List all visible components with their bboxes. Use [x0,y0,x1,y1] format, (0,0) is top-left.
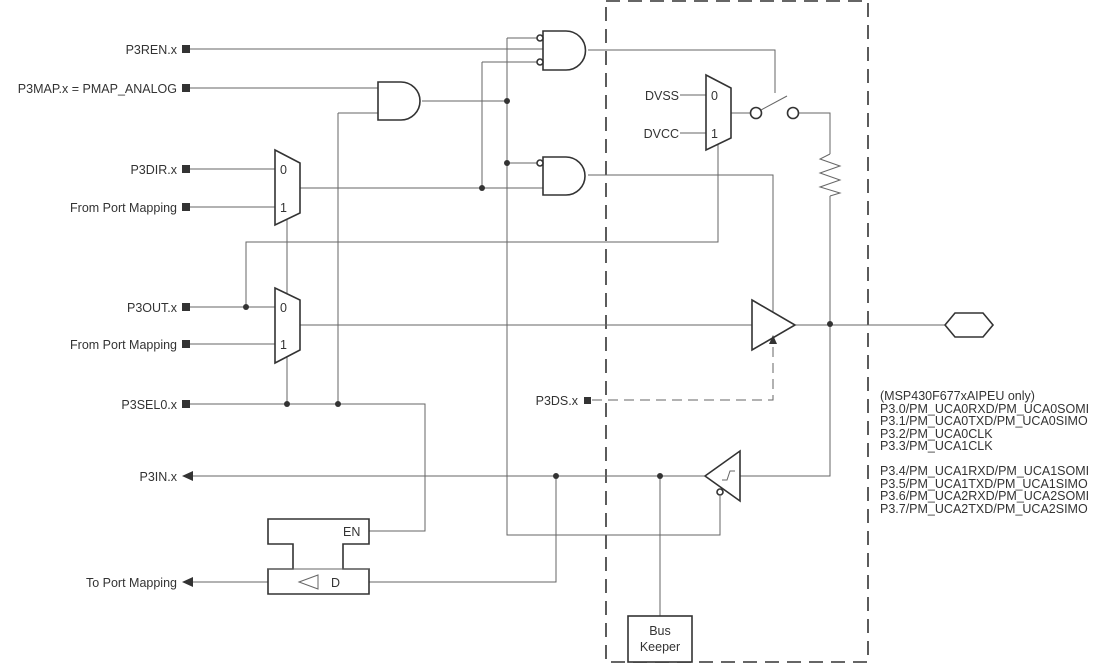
label: 1 [711,127,718,141]
and-gate-dir [542,156,586,196]
latch-triangle-icon [297,574,319,590]
schmitt-input-buffer [703,449,741,503]
schmitt-icon [722,470,735,481]
mux-dir [274,148,301,227]
label: P3.4/PM_UCA1RXD/PM_UCA1SOMI [880,464,1089,478]
label: P3.5/PM_UCA1TXD/PM_UCA1SIMO [880,477,1088,491]
label-p3ds: P3DS.x [536,394,579,408]
label-from-pm-2: From Port Mapping [70,338,177,352]
pullup-resistor [818,153,842,197]
pin-function-list: (MSP430F677xAIPEU only) P3.0/PM_UCA0RXD/… [880,389,1089,516]
label-p3map: P3MAP.x = PMAP_ANALOG [18,82,177,96]
wires [186,37,945,616]
p3in-arrow-icon [182,471,193,481]
junctions [243,98,833,479]
label: P3.7/PM_UCA2TXD/PM_UCA2SIMO [880,502,1088,516]
pin-markers [182,45,591,587]
label: Bus [649,624,671,638]
and-gate-pmap [377,81,421,121]
label: D [331,576,340,590]
label: 1 [280,201,287,215]
input-latch [267,518,370,595]
bus-keeper [627,615,693,663]
and-gate-ren [542,30,587,71]
label: 0 [711,89,718,103]
label: P3.2/PM_UCA0CLK [880,427,993,441]
dvcc-label: DVCC [644,127,679,141]
to-pm-arrow-icon [182,577,193,587]
label: EN [343,525,360,539]
label-p3out: P3OUT.x [127,301,178,315]
label: (MSP430F677xAIPEU only) [880,389,1035,403]
label-p3in: P3IN.x [139,470,177,484]
label-from-pm-1: From Port Mapping [70,201,177,215]
label-to-pm: To Port Mapping [86,576,177,590]
label: P3.1/PM_UCA0TXD/PM_UCA0SIMO [880,414,1088,428]
label-p3sel0: P3SEL0.x [121,398,177,412]
label: 0 [280,301,287,315]
pull-switch-icon [749,95,800,120]
label: 1 [280,338,287,352]
mux-out [274,286,301,365]
pad-terminal [943,312,995,338]
label: P3.6/PM_UCA2RXD/PM_UCA2SOMI [880,489,1089,503]
dvss-label: DVSS [645,89,679,103]
label: Keeper [640,640,680,654]
label: 0 [280,163,287,177]
label: P3.0/PM_UCA0RXD/PM_UCA0SOMI [880,402,1089,416]
label: P3.3/PM_UCA1CLK [880,439,993,453]
label-p3dir: P3DIR.x [130,163,177,177]
mux-pull [705,73,732,152]
label-p3ren: P3REN.x [126,43,178,57]
